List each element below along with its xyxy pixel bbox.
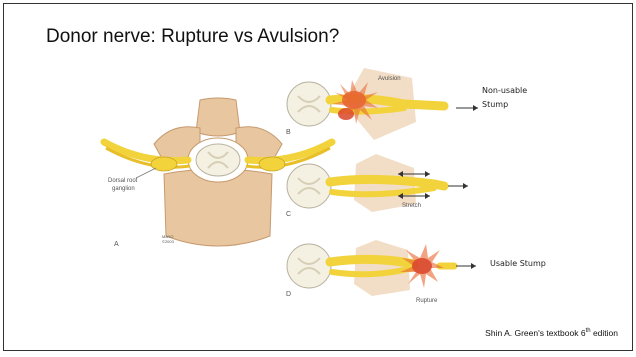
panel-d-label: D <box>286 291 291 298</box>
panel-c-label: C <box>286 211 291 218</box>
panel-a-label: A <box>114 241 119 248</box>
usable-stump-note: Usable Stump <box>490 257 546 271</box>
non-usable-line2: Stump <box>482 98 527 112</box>
citation-suffix: edition <box>591 328 618 338</box>
dorsal-root-label-line1: Dorsal root <box>108 178 138 184</box>
citation-prefix: Shin A. Green's textbook 6 <box>485 328 585 338</box>
dorsal-root-label-line2: ganglion <box>112 186 135 192</box>
stretch-label: Stretch <box>402 203 421 209</box>
panel-b-label: B <box>286 129 291 136</box>
rupture-label: Rupture <box>416 298 438 304</box>
mayo-label-line2: ©2003 <box>162 239 175 244</box>
panel-d-rupture <box>287 240 476 296</box>
non-usable-line1: Non-usable <box>482 84 527 98</box>
nerve-injury-figure: Dorsal root ganglion A MAYO ©2003 B C D … <box>4 4 634 352</box>
avulsion-label: Avulsion <box>378 76 401 82</box>
citation: Shin A. Green's textbook 6th edition <box>485 328 618 338</box>
slide: Donor nerve: Rupture vs Avulsion? <box>3 3 633 351</box>
non-usable-stump-note: Non-usable Stump <box>482 84 527 112</box>
panel-c-stretch <box>287 154 468 212</box>
